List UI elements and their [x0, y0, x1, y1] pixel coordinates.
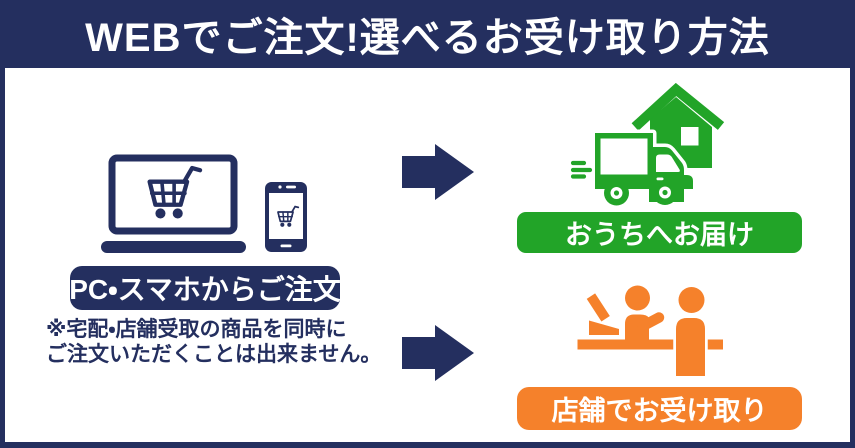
order-note: ※宅配・店舗受取の商品を同時に ご注文いただくことは出来ません。: [46, 317, 406, 367]
arrow-right-icon: [402, 144, 474, 200]
truck-door-handle: [656, 177, 664, 181]
counter-bar: [577, 339, 723, 350]
register-icon: [586, 293, 619, 335]
frame-border-left: [0, 68, 5, 448]
smartphone-cart-icon: [265, 182, 307, 252]
order-note-line1: ※宅配・店舗受取の商品を同時に: [46, 318, 347, 341]
speed-lines: [570, 160, 593, 179]
arrow-right-icon: [402, 325, 474, 381]
customer-icon: [673, 287, 708, 379]
frame-border-right: [850, 68, 855, 448]
frame-border-bottom: [0, 442, 855, 448]
home-delivery-banner: おうちへお届け: [517, 212, 802, 253]
phone-speaker: [286, 185, 296, 189]
banner-header: WEBでご注文!選べるお受け取り方法: [0, 0, 855, 68]
truck-wheel: [604, 180, 629, 206]
store-pickup-banner: 店舗でお受け取り: [517, 387, 802, 430]
clerk-icon: [625, 285, 665, 340]
banner-title: WEBでご注文!選べるお受け取り方法: [85, 16, 770, 60]
phone-camera-dot: [278, 185, 282, 189]
order-method-badge: PC・スマホからご注文: [69, 266, 341, 310]
phone-home-button: [280, 244, 292, 248]
order-note-line2: ご注文いただくことは出来ません。: [46, 343, 382, 366]
house-window: [681, 127, 699, 146]
truck-window: [656, 154, 680, 172]
laptop-cart-icon: [101, 154, 246, 253]
delivery-truck-house-icon: [570, 83, 725, 209]
truck-icon: [570, 129, 697, 209]
truck-wheel: [652, 180, 678, 205]
store-counter-icon: [577, 285, 723, 379]
